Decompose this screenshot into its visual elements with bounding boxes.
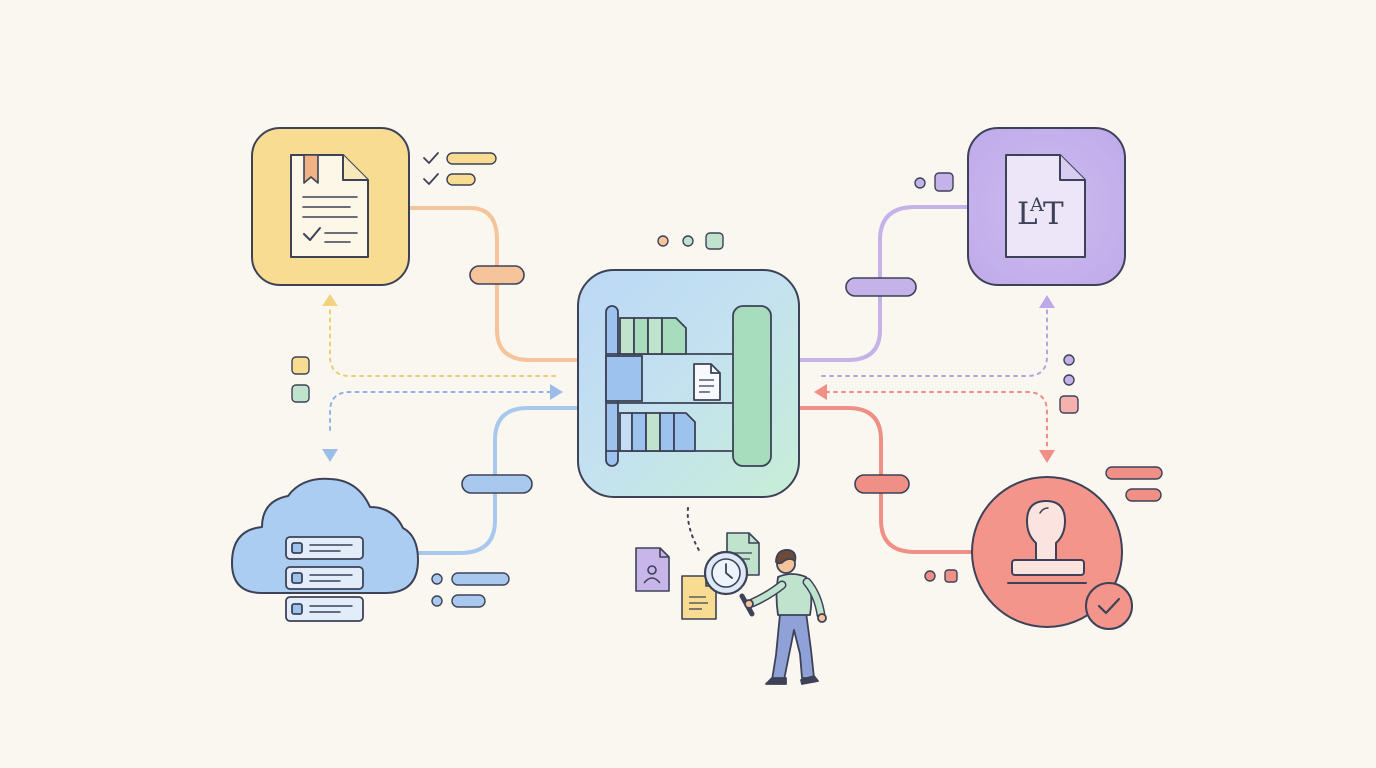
bookshelf-icon xyxy=(605,305,772,467)
arrow-left-to-center xyxy=(814,384,827,400)
cloud-node[interactable] xyxy=(231,477,419,622)
stamp-legend xyxy=(924,466,1163,583)
profile-document-icon xyxy=(635,547,670,592)
arrow-up-to-latex xyxy=(1039,295,1055,308)
dotted-link-to-researcher xyxy=(686,507,701,553)
arrow-down-to-stamp xyxy=(1039,450,1055,463)
researcher-group xyxy=(635,507,827,685)
connector-document-to-center xyxy=(408,206,582,362)
cloud-legend xyxy=(431,572,510,608)
connector-stamp-to-center xyxy=(798,406,977,554)
checklist-decoration xyxy=(423,152,497,186)
dotted-flow-right xyxy=(821,309,1048,449)
latex-label-a: A xyxy=(1029,194,1044,216)
person-icon xyxy=(744,549,827,685)
magnifier-clock-icon xyxy=(703,550,755,617)
dotted-flow-left xyxy=(329,307,556,431)
arrow-down-to-cloud xyxy=(322,449,338,462)
latex-label-t: T xyxy=(1043,196,1064,232)
stamp-icon xyxy=(1007,500,1087,584)
server-stack-icon xyxy=(285,536,364,622)
checkmark-badge-icon xyxy=(1085,582,1133,630)
checklist-document-icon xyxy=(290,154,369,258)
status-dots-top xyxy=(657,232,724,250)
approval-node[interactable] xyxy=(971,476,1133,630)
arrow-up-to-document xyxy=(322,294,338,306)
latex-label: L xyxy=(1017,196,1039,232)
document-node[interactable] xyxy=(251,127,410,286)
connector-latex-to-center xyxy=(798,205,970,362)
arrow-right-to-center xyxy=(550,384,563,400)
latex-dots xyxy=(914,172,954,192)
left-small-squares xyxy=(291,356,310,403)
right-small-shapes xyxy=(1059,354,1079,414)
latex-file-icon: L A T xyxy=(1005,154,1086,258)
repository-node[interactable] xyxy=(577,269,800,498)
latex-node[interactable]: L A T xyxy=(967,127,1126,286)
connector-cloud-to-center xyxy=(416,406,582,555)
